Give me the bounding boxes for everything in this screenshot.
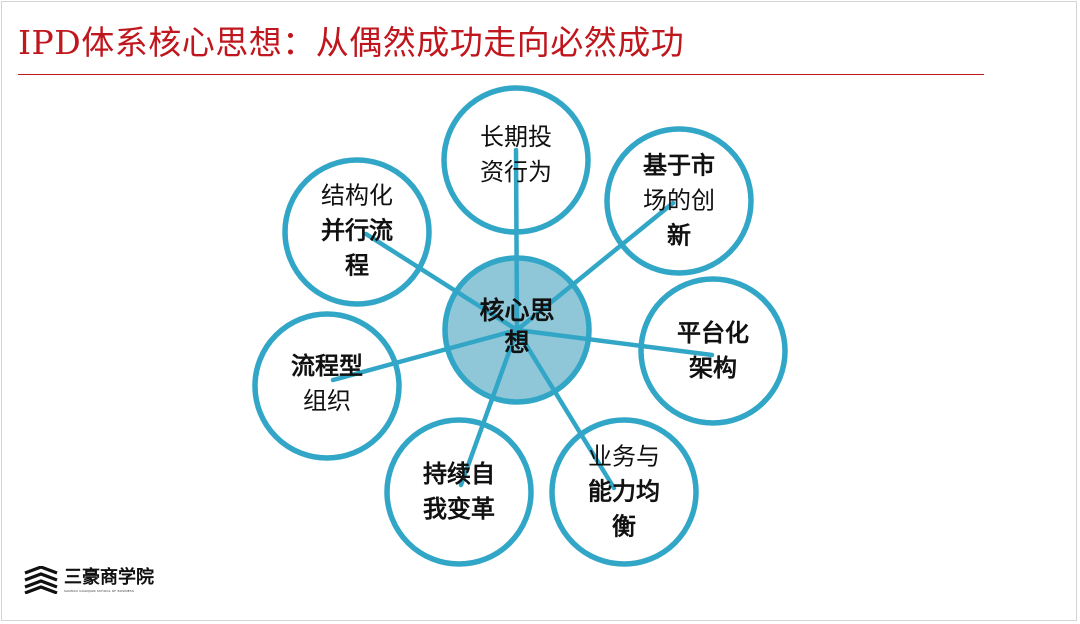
node-label-line: 基于市: [643, 151, 715, 180]
brand-subtitle: SANHAO GUANJIAN SCHOOL OF BUSINESS: [64, 588, 135, 593]
node-label-line: 能力均: [588, 477, 660, 506]
node-label-line: 流程型: [291, 352, 363, 380]
node-label-line: 长期投: [480, 123, 552, 151]
node-label-line: 组织: [303, 387, 351, 415]
connector-process-organization: [330, 327, 520, 383]
node-circle-continuous-transformation: [384, 417, 534, 567]
node-circle-process-organization: [252, 311, 402, 461]
connector-business-capability-balance: [514, 327, 617, 491]
node-label-line: 新: [667, 221, 691, 250]
node-label-business-capability-balance: 业务与能力均衡: [588, 440, 660, 545]
node-label-process-organization: 流程型组织: [291, 349, 363, 419]
node-label-line: 业务与: [588, 442, 660, 471]
stacked-chevrons-logo-icon: [24, 566, 58, 594]
node-label-line: 持续自: [423, 460, 495, 488]
connector-lines: [330, 147, 715, 491]
node-circles: [252, 85, 788, 567]
node-label-line: 场的创: [643, 186, 715, 215]
node-label-long-term-investment: 长期投资行为: [480, 120, 552, 190]
node-label-line: 架构: [689, 354, 737, 382]
node-label-line: 结构化: [321, 181, 393, 210]
node-label-line: 我变革: [423, 495, 495, 523]
node-label-structured-parallel-process: 结构化并行流程: [321, 179, 393, 284]
node-label-line: 资行为: [480, 158, 552, 186]
connector-continuous-transformation: [458, 327, 520, 488]
connector-market-innovation: [514, 200, 676, 333]
node-label-market-innovation: 基于市场的创新: [643, 149, 715, 254]
connector-platform-architecture: [514, 327, 715, 358]
brand-logo: 三豪商学院 SANHAO GUANJIAN SCHOOL OF BUSINESS: [22, 566, 154, 594]
node-circle-business-capability-balance: [549, 417, 699, 567]
connector-structured-parallel-process: [363, 231, 520, 333]
page-title: IPD体系核心思想：从偶然成功走向必然成功: [18, 23, 685, 62]
node-label-line: 并行流: [321, 216, 393, 245]
node-label-platform-architecture: 平台化架构: [677, 316, 749, 386]
connector-long-term-investment: [513, 147, 520, 333]
node-label-line: 平台化: [677, 319, 749, 347]
node-circle-platform-architecture: [638, 276, 788, 426]
center-node-label: 核心思想: [479, 296, 555, 357]
title-divider: [18, 74, 984, 75]
node-circle-market-innovation: [604, 126, 754, 276]
node-label-continuous-transformation: 持续自我变革: [423, 457, 495, 527]
brand-name: 三豪商学院: [64, 566, 154, 588]
node-label-line: 衡: [612, 512, 636, 541]
node-circle-structured-parallel-process: [282, 157, 432, 307]
node-label-line: 程: [345, 251, 369, 280]
